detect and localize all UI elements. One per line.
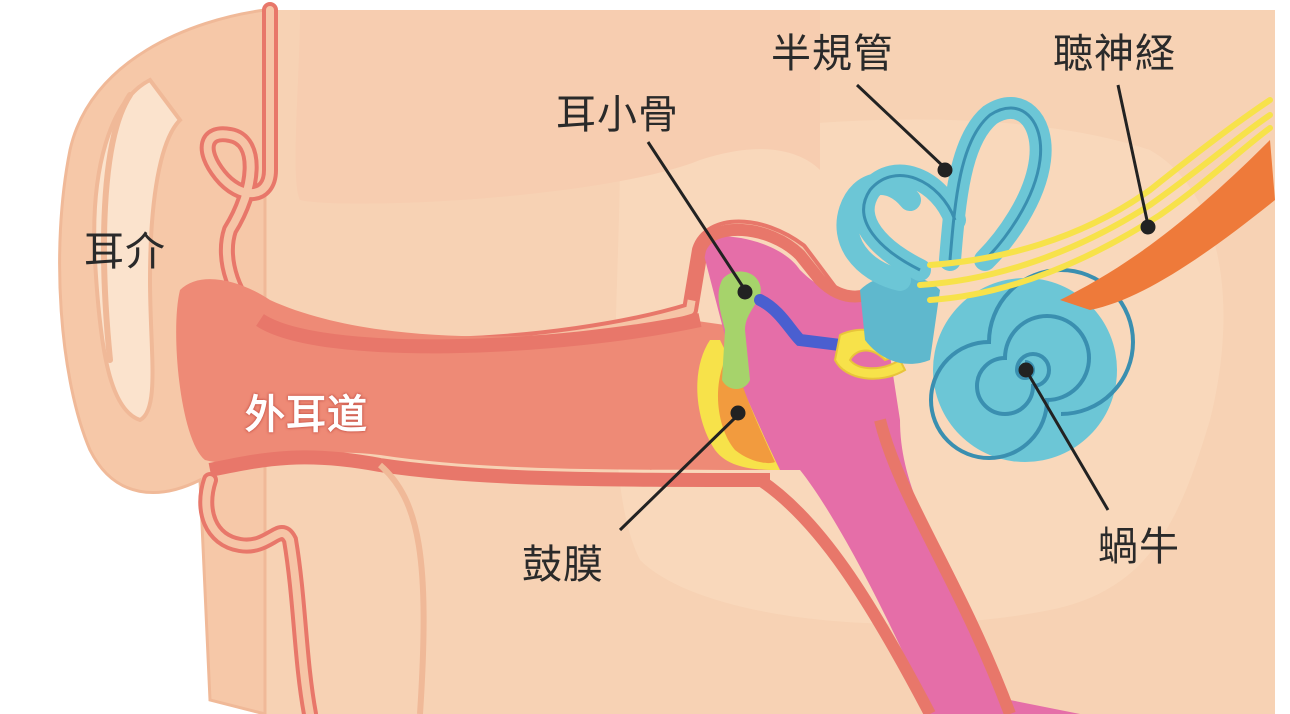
skull-band-lower-inner — [202, 476, 314, 714]
label-auricle: 耳介 — [84, 229, 166, 275]
ossicle-malleus — [718, 271, 761, 389]
ossicle-incus — [754, 294, 846, 351]
pointer-lines — [618, 83, 1156, 532]
semicircular-canal-lines — [862, 106, 1043, 272]
label-eardrum: 鼓膜 — [522, 542, 604, 588]
auricle-rim — [101, 92, 133, 363]
label-ear-canal: 外耳道 — [245, 392, 368, 438]
ear-canal-bottom-edge — [208, 450, 771, 487]
nerve-orange — [1060, 140, 1275, 310]
middle-ear-cavity — [700, 236, 1080, 714]
vestibule — [860, 275, 940, 364]
label-semicircular-canals: 半規管 — [771, 31, 894, 77]
lower-band-2 — [378, 462, 427, 714]
auricle-fold — [92, 77, 183, 423]
ear-canal — [176, 279, 760, 470]
label-ossicles: 耳小骨 — [556, 92, 679, 138]
middle-ear-top-outline — [684, 224, 883, 303]
label-cochlea: 蝸牛 — [1098, 524, 1180, 570]
eustachian-tube-outline — [756, 418, 1016, 714]
ear-canal-top-edge — [256, 313, 702, 354]
label-auditory-nerve: 聴神経 — [1053, 31, 1176, 77]
skin-upper — [265, 10, 820, 204]
